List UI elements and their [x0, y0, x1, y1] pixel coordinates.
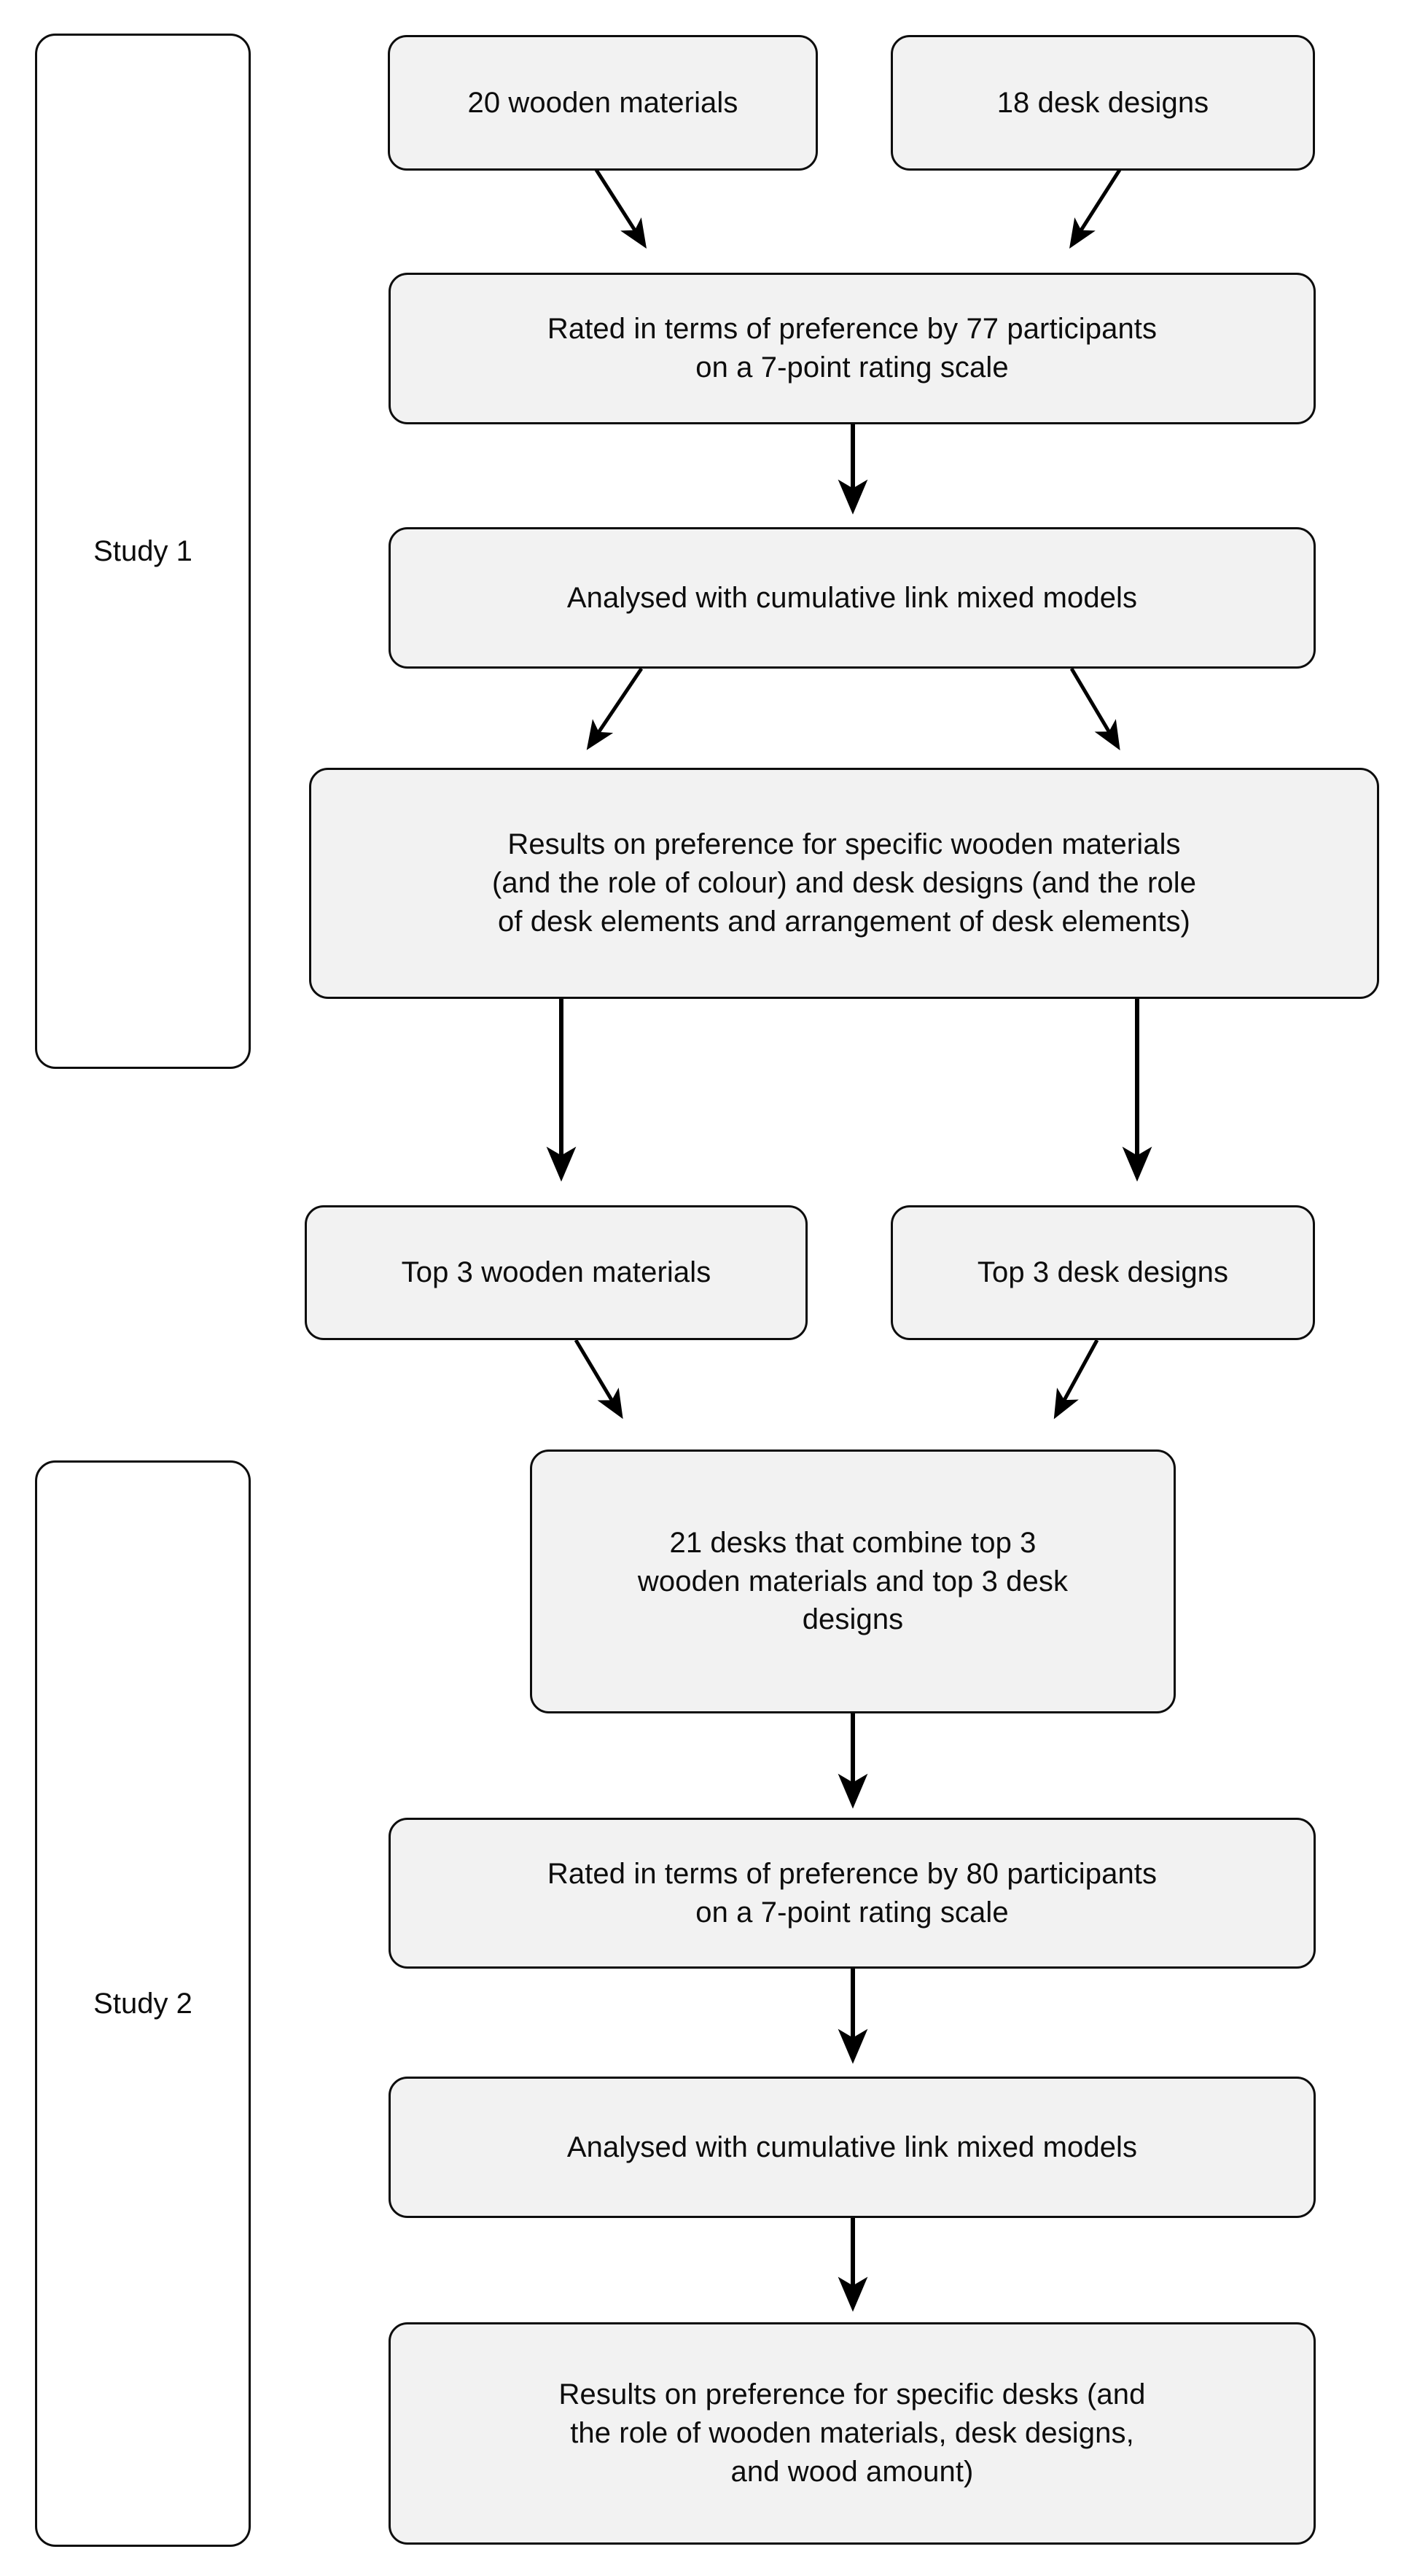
node-rated-80-line-2: on a 7-point rating scale	[695, 1896, 1009, 1929]
group-study-1-label: Study 1	[93, 535, 192, 567]
node-analysed-cumulative-1[interactable]: Analysed with cumulative link mixed mode…	[389, 527, 1316, 669]
node-top-3-desk-designs-label: Top 3 desk designs	[977, 1256, 1229, 1289]
node-18-desk-designs-label: 18 desk designs	[996, 86, 1209, 119]
edge-analysed-to-results-right	[1069, 667, 1120, 751]
node-analysed-cumulative-2[interactable]: Analysed with cumulative link mixed mode…	[389, 2077, 1316, 2218]
edge-designs-to-rated	[1069, 168, 1122, 249]
node-18-desk-designs[interactable]: 18 desk designs	[891, 35, 1315, 171]
node-results-study-1-line-2: (and the role of colour) and desk design…	[491, 867, 1197, 900]
edge-analysed-to-results-left	[586, 667, 644, 750]
group-study-2: Study 2	[35, 1460, 251, 2547]
node-21-desks-line-1: 21 desks that combine top 3	[669, 1526, 1037, 1559]
edge-materials-to-rated	[594, 168, 647, 249]
node-results-study-1-line-3: of desk elements and arrangement of desk…	[498, 905, 1190, 938]
node-21-desks-line-2: wooden materials and top 3 desk	[637, 1565, 1069, 1598]
node-top-3-wooden-materials-label: Top 3 wooden materials	[401, 1256, 711, 1289]
node-results-study-2[interactable]: Results on preference for specific desks…	[389, 2322, 1316, 2545]
node-results-study-1-line-1: Results on preference for specific woode…	[507, 828, 1181, 861]
node-top-3-desk-designs[interactable]: Top 3 desk designs	[891, 1205, 1315, 1340]
node-rated-77-participants[interactable]: Rated in terms of preference by 77 parti…	[389, 273, 1316, 424]
node-rated-77-line-1: Rated in terms of preference by 77 parti…	[547, 313, 1158, 346]
node-top-3-wooden-materials[interactable]: Top 3 wooden materials	[305, 1205, 808, 1340]
node-results-study-2-line-1: Results on preference for specific desks…	[558, 2378, 1146, 2411]
node-results-study-2-line-3: and wood amount)	[730, 2455, 974, 2488]
edge-top3-materials-to-desks	[574, 1339, 623, 1420]
node-20-wooden-materials-label: 20 wooden materials	[467, 86, 738, 119]
node-rated-77-line-2: on a 7-point rating scale	[695, 351, 1009, 384]
node-results-study-2-line-2: the role of wooden materials, desk desig…	[570, 2417, 1134, 2450]
node-20-wooden-materials[interactable]: 20 wooden materials	[388, 35, 818, 171]
group-study-1: Study 1	[35, 34, 251, 1069]
node-rated-80-participants[interactable]: Rated in terms of preference by 80 parti…	[389, 1818, 1316, 1969]
node-analysed-cumulative-1-label: Analysed with cumulative link mixed mode…	[566, 581, 1138, 614]
node-results-study-1[interactable]: Results on preference for specific woode…	[309, 768, 1379, 999]
node-21-desks-line-3: designs	[802, 1603, 904, 1636]
edge-top3-designs-to-desks	[1053, 1339, 1099, 1420]
node-21-desks-combined[interactable]: 21 desks that combine top 3 wooden mater…	[530, 1450, 1176, 1713]
node-analysed-cumulative-2-label: Analysed with cumulative link mixed mode…	[566, 2131, 1138, 2163]
node-rated-80-line-1: Rated in terms of preference by 80 parti…	[547, 1857, 1158, 1890]
group-study-2-label: Study 2	[93, 1988, 192, 2020]
